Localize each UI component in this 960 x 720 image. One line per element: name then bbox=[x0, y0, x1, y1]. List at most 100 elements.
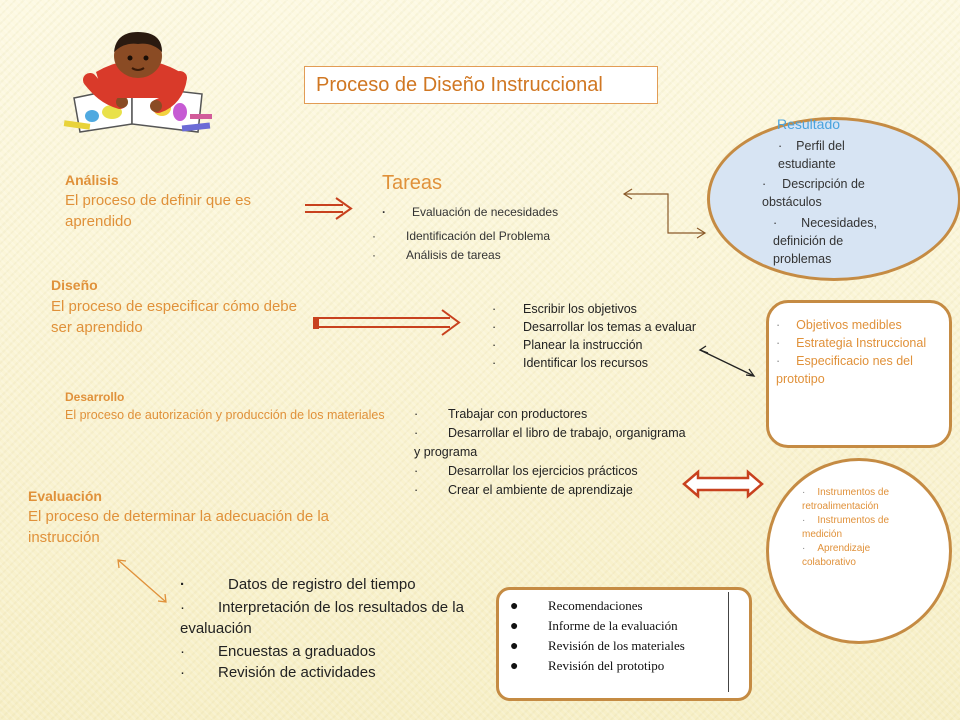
bullet-icon: · bbox=[773, 216, 778, 230]
diseno-item-label: Escribir los objetivos bbox=[523, 302, 637, 316]
bullet-icon: · bbox=[180, 643, 185, 660]
bullet-icon: · bbox=[414, 426, 419, 440]
desarrollo-item: ·Desarrollar el libro de trabajo, organi… bbox=[414, 424, 694, 462]
bullet-icon: · bbox=[492, 320, 497, 334]
evaluacion-outputs-inner-line bbox=[728, 592, 729, 692]
analisis-heading: Análisis bbox=[65, 172, 119, 188]
diseno-item: · Escribir los objetivos bbox=[492, 300, 696, 318]
resultado-item-label: Descripción de obstáculos bbox=[762, 177, 865, 209]
title-box: Proceso de Diseño Instruccional bbox=[304, 66, 658, 104]
resultado-item-label: Perfil del estudiante bbox=[778, 139, 845, 171]
evaluacion-section: Evaluación El proceso de determinar la a… bbox=[28, 488, 388, 548]
resultado-oval bbox=[707, 117, 960, 281]
desarrollo-item-label: Crear el ambiente de aprendizaje bbox=[448, 483, 633, 497]
evaluacion-description: El proceso de determinar la adecuación d… bbox=[28, 508, 330, 546]
evaluacion-output-item: ●Recomendaciones bbox=[510, 598, 643, 614]
desarrollo-items: ·Trabajar con productores ·Desarrollar e… bbox=[414, 405, 694, 500]
bullet-icon: · bbox=[492, 338, 497, 352]
evaluacion-item-label: Encuestas a graduados bbox=[218, 643, 376, 660]
diseno-item: ·Planear la instrucción bbox=[492, 336, 696, 354]
bullet-icon: · bbox=[776, 354, 781, 368]
desarrollo-item: · Trabajar con productores bbox=[414, 405, 694, 424]
evaluacion-item-label: Revisión de actividades bbox=[218, 664, 376, 681]
diseno-output-item: ·Especificacio nes del prototipo bbox=[776, 352, 936, 388]
evaluacion-item: · Revisión de actividades bbox=[180, 662, 470, 683]
bullet-icon: · bbox=[802, 515, 806, 526]
diseno-item: · Identificar los recursos bbox=[492, 354, 696, 372]
evaluacion-item: · Datos de registro del tiempo bbox=[180, 574, 470, 595]
diseno-outputs: ·Objetivos medibles ·Estrategia Instrucc… bbox=[776, 316, 936, 388]
evaluacion-item-label: Datos de registro del tiempo bbox=[228, 576, 416, 593]
resultado-item-2: ·Descripción de obstáculos bbox=[762, 175, 912, 211]
evaluacion-output-label: Revisión de los materiales bbox=[548, 638, 685, 653]
diseno-output-label: Especificacio nes del prototipo bbox=[776, 354, 913, 386]
bullet-icon: · bbox=[414, 483, 419, 497]
diseno-heading: Diseño bbox=[51, 277, 98, 293]
desarrollo-output-label: Aprendizaje colaborativo bbox=[802, 543, 871, 568]
bullet-icon: · bbox=[372, 229, 376, 243]
desarrollo-item-label: Desarrollar los ejercicios prácticos bbox=[448, 464, 638, 478]
diseno-output-label: Estrategia Instruccional bbox=[796, 336, 927, 350]
desarrollo-item-label: Desarrollar el libro de trabajo, organig… bbox=[414, 426, 686, 459]
evaluacion-item: ·Interpretación de los resultados de la … bbox=[180, 597, 470, 639]
bullet-icon: · bbox=[372, 248, 376, 262]
bullet-icon: · bbox=[414, 407, 419, 421]
diseno-outputs-box bbox=[766, 300, 952, 448]
bullet-icon: · bbox=[180, 599, 185, 616]
diseno-item-label: Identificar los recursos bbox=[523, 356, 649, 370]
evaluacion-connector bbox=[117, 559, 167, 603]
desarrollo-outputs: ·Instrumentos de retroalimentación ·Inst… bbox=[802, 486, 914, 570]
diseno-items: · Escribir los objetivos · Desarrollar los… bbox=[492, 300, 696, 372]
tareas-item-3: · Análisis de tareas bbox=[372, 248, 501, 262]
diseno-outputs-connector bbox=[698, 345, 756, 377]
desarrollo-output-item: ·Instrumentos de medición bbox=[802, 514, 914, 542]
tareas-item-1: · Evaluación de necesidades bbox=[382, 205, 558, 219]
bullet-icon: · bbox=[776, 318, 781, 332]
diseno-output-label: Objetivos medibles bbox=[796, 318, 902, 332]
desarrollo-output-item: ·Instrumentos de retroalimentación bbox=[802, 486, 914, 514]
evaluacion-output-label: Recomendaciones bbox=[548, 598, 643, 613]
diseno-item-label: Desarrollar los temas a evaluar bbox=[523, 320, 696, 334]
diseno-item: · Desarrollar los temas a evaluar bbox=[492, 318, 696, 336]
evaluacion-output-label: Informe de la evaluación bbox=[548, 618, 678, 633]
evaluacion-output-item: ●Revisión del prototipo bbox=[510, 658, 665, 674]
desarrollo-output-label: Instrumentos de medición bbox=[802, 515, 890, 540]
diseno-description: El proceso de especificar cómo debe ser … bbox=[51, 298, 297, 336]
bullet-icon: · bbox=[762, 177, 767, 191]
desarrollo-output-label: Instrumentos de retroalimentación bbox=[802, 487, 890, 512]
evaluacion-output-item: ●Revisión de los materiales bbox=[510, 638, 685, 654]
bullet-icon: · bbox=[492, 356, 497, 370]
bullet-icon: · bbox=[778, 139, 783, 153]
bullet-icon: · bbox=[180, 576, 185, 593]
evaluacion-output-label: Revisión del prototipo bbox=[548, 658, 665, 673]
diseno-arrow bbox=[313, 309, 461, 336]
resultado-heading: Resultado bbox=[777, 116, 841, 132]
analisis-description: El proceso de definir que es aprendido bbox=[65, 192, 251, 230]
resultado-item-label: Necesidades, definición de problemas bbox=[773, 216, 877, 266]
analisis-arrow bbox=[305, 197, 353, 220]
evaluacion-item: · Encuestas a graduados bbox=[180, 641, 470, 662]
evaluacion-items: · Datos de registro del tiempo ·Interpret… bbox=[180, 574, 470, 683]
desarrollo-heading: Desarrollo bbox=[65, 390, 125, 404]
desarrollo-item-label: Trabajar con productores bbox=[448, 407, 588, 421]
tareas-item-label: Evaluación de necesidades bbox=[412, 205, 559, 219]
child-drawing-illustration bbox=[62, 28, 214, 138]
tareas-item-label: Análisis de tareas bbox=[406, 248, 501, 262]
tareas-item-2: · Identificación del Problema bbox=[372, 229, 550, 243]
bullet-icon: · bbox=[802, 543, 806, 554]
desarrollo-outputs-circle bbox=[766, 458, 952, 644]
bullet-icon: · bbox=[492, 302, 497, 316]
bullet-icon: · bbox=[180, 664, 185, 681]
evaluacion-outputs-box bbox=[496, 587, 752, 701]
diseno-output-item: ·Estrategia Instruccional bbox=[776, 334, 936, 352]
tareas-item-label: Identificación del Problema bbox=[406, 229, 551, 243]
bullet-icon: · bbox=[802, 487, 806, 498]
evaluacion-output-item: ●Informe de la evaluación bbox=[510, 618, 678, 634]
tareas-resultado-connector bbox=[622, 188, 707, 239]
page-title: Proceso de Diseño Instruccional bbox=[316, 74, 603, 96]
evaluacion-heading: Evaluación bbox=[28, 488, 102, 504]
desarrollo-section: Desarrollo El proceso de autorización y … bbox=[65, 390, 385, 424]
bullet-icon: · bbox=[382, 205, 386, 219]
desarrollo-output-item: ·Aprendizaje colaborativo bbox=[802, 542, 914, 570]
